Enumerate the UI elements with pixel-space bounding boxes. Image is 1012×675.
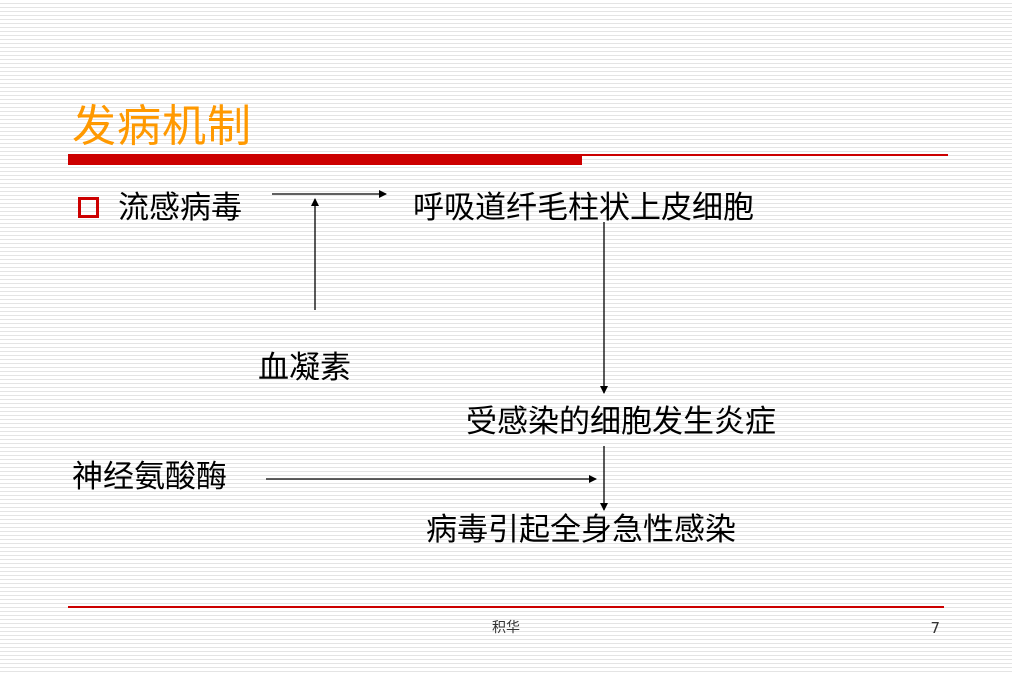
- footer-divider: [68, 606, 944, 608]
- title-underline-thick: [68, 154, 582, 165]
- node-neuraminidase: 神经氨酸酶: [72, 459, 227, 495]
- node-inflammation: 受感染的细胞发生炎症: [466, 404, 776, 440]
- title-underline-thin: [582, 154, 948, 156]
- footer-text: 积华: [492, 620, 520, 636]
- node-epithelium: 呼吸道纤毛柱状上皮细胞: [413, 190, 754, 226]
- node-hemagglutinin: 血凝素: [258, 350, 351, 386]
- page-number: 7: [930, 619, 940, 637]
- node-systemic: 病毒引起全身急性感染: [426, 512, 736, 548]
- hollow-square-bullet-icon: [78, 197, 99, 218]
- slide-title: 发病机制: [72, 101, 252, 152]
- node-virus: 流感病毒: [118, 190, 242, 226]
